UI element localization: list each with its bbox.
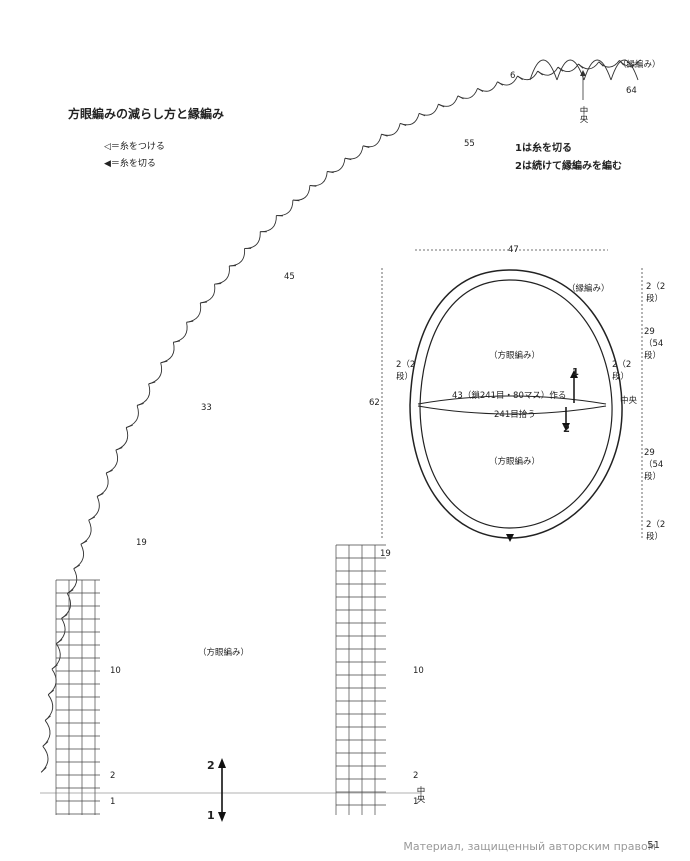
scallop <box>292 185 311 201</box>
scallop <box>309 171 328 187</box>
scallop <box>327 158 346 173</box>
row-marker-1-left: 1 <box>110 797 116 807</box>
schematic-right-bottom: 2（2段） <box>646 520 666 542</box>
scallop <box>160 342 175 364</box>
schematic-center: 中央 <box>620 396 638 406</box>
schematic-grid-top: （方眼編み） <box>489 351 541 361</box>
schematic-arrow-down: 2 <box>563 424 570 435</box>
scallop <box>276 200 294 216</box>
scallop <box>214 265 230 285</box>
schematic-width: 47 <box>508 245 519 255</box>
row-marker-19-left: 19 <box>136 538 147 548</box>
schematic-edge-label: （縁編み） <box>567 284 610 294</box>
row-marker-45: 45 <box>284 272 295 282</box>
row-marker-55: 55 <box>464 139 475 149</box>
center-label-top: 中央 <box>578 106 588 123</box>
scallop <box>126 405 139 428</box>
scallop <box>438 95 459 107</box>
arrow-label-down: 1 <box>207 809 215 822</box>
scallop <box>96 472 109 497</box>
scallop <box>73 544 85 570</box>
row-marker-6: 6 <box>510 71 516 81</box>
scallop <box>44 694 54 721</box>
arrow-label-up: 2 <box>207 759 215 772</box>
scallop <box>42 720 51 747</box>
scallop <box>88 496 100 521</box>
scallop <box>457 88 478 99</box>
scallop <box>399 113 420 126</box>
note-continue: 2は続けて縁編みを編む <box>515 161 622 172</box>
row-marker-2-left: 2 <box>110 771 116 781</box>
scallop <box>148 362 163 385</box>
grid-label: （方眼編み） <box>198 648 250 658</box>
scallop <box>56 618 66 645</box>
schematic-right-upper: 29（54段） <box>644 327 664 361</box>
scallop <box>381 123 401 136</box>
scallop <box>173 322 188 343</box>
chain-line <box>417 395 607 405</box>
scallop <box>362 134 382 148</box>
scallop <box>40 746 49 773</box>
page-title: 方眼編みの減らし方と縁編み <box>68 107 225 121</box>
row-marker-64: 64 <box>626 86 637 96</box>
row-marker-2-right: 2 <box>413 771 419 781</box>
watermark: Материал, защищенный авторским правом <box>403 840 656 853</box>
schematic-right-lower: 29（54段） <box>644 448 664 482</box>
scallop <box>344 145 364 160</box>
row-marker-19-right: 19 <box>380 549 391 559</box>
schematic-right-top: 2（2段） <box>646 282 666 304</box>
egg-outline-inner <box>419 279 613 529</box>
scallop-edge-arch <box>40 59 641 773</box>
scallop <box>136 383 151 406</box>
schematic-arrow-up: 1 <box>572 367 579 378</box>
schematic-chain-label: 43（鎖241目・80マス）作る <box>452 391 567 401</box>
scallop <box>105 449 119 474</box>
legend-cut: ◀＝糸を切る <box>104 159 156 169</box>
scallop <box>418 104 439 116</box>
note-cut: 1は糸を切る <box>515 143 572 154</box>
row-marker-10-right: 10 <box>413 666 424 676</box>
center-label-bottom: 中央 <box>415 786 425 803</box>
schematic-grid-bottom: （方眼編み） <box>489 457 541 467</box>
scallop <box>80 519 92 545</box>
scallop <box>200 284 216 304</box>
schematic-left-side: 2（2段） <box>396 360 416 382</box>
schematic-right-side: 2（2段） <box>612 360 632 382</box>
scallop <box>260 215 277 233</box>
row-marker-33: 33 <box>201 403 212 413</box>
scallop <box>47 668 57 696</box>
row-marker-10-left: 10 <box>110 666 121 676</box>
schematic-height: 62 <box>369 398 380 408</box>
edge-label: （縁編み） <box>618 60 661 70</box>
legend-attach: ◁＝糸をつける <box>104 142 165 152</box>
schematic-pick-label: 241目拾う <box>494 410 536 420</box>
page-number: 51 <box>647 840 660 851</box>
scallop <box>115 427 129 451</box>
egg-outline-outer <box>409 269 623 539</box>
filet-grid-columns <box>55 544 386 815</box>
scallop <box>186 302 202 323</box>
row-marker-1-right: 1 <box>413 797 419 807</box>
schematic-diagram <box>381 249 643 542</box>
scallop <box>244 231 261 249</box>
scallop <box>229 248 246 267</box>
